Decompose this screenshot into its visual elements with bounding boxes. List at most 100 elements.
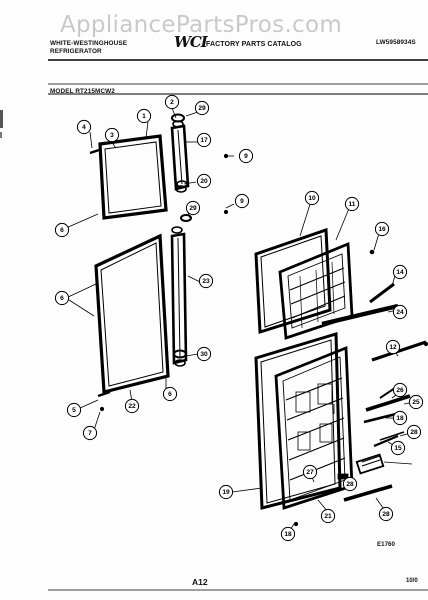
part-callout-7: 7 (82, 425, 98, 441)
callout-number: 23 (202, 278, 210, 285)
part-callout-11: 11 (344, 196, 360, 212)
part-callout-3: 3 (104, 127, 120, 143)
callout-bubble (164, 94, 180, 110)
callout-bubble (196, 173, 212, 189)
callout-bubble (198, 273, 214, 289)
callout-number: 2 (170, 99, 174, 106)
callout-bubble (392, 410, 408, 426)
part-callout-18: 18 (392, 410, 408, 426)
callout-number: 29 (189, 205, 197, 212)
callout-bubble (196, 132, 212, 148)
callout-bubble (406, 424, 422, 440)
callout-number: 3 (110, 132, 114, 139)
callout-bubble (378, 506, 394, 522)
callout-number: 26 (396, 387, 404, 394)
part-callout-14: 14 (392, 264, 408, 280)
part-callout-6: 6 (54, 222, 70, 238)
part-callout-2: 2 (164, 94, 180, 110)
callout-number: 29 (198, 105, 206, 112)
callout-bubble (185, 200, 201, 216)
callout-number: 6 (168, 391, 172, 398)
handle-mounting-screw (89, 148, 100, 155)
part-callout-28: 28 (378, 506, 394, 522)
callout-number: 30 (200, 351, 208, 358)
callout-bubble (374, 221, 390, 237)
part-callout-9: 9 (234, 193, 250, 209)
callout-number: 10 (308, 195, 316, 202)
callout-bubble (392, 382, 408, 398)
callout-bubble (136, 108, 152, 124)
callout-number: 15 (394, 445, 402, 452)
callout-bubble (54, 222, 70, 238)
part-callout-15: 15 (390, 440, 406, 456)
part-callout-22: 22 (124, 398, 140, 414)
part-callout-20: 20 (196, 173, 212, 189)
part-callout-23: 23 (198, 273, 214, 289)
fresh-food-door-handle (170, 226, 188, 367)
wci-logo: WCI (174, 33, 208, 51)
callout-bubble (304, 190, 320, 206)
callout-number: 14 (396, 269, 404, 276)
callout-bubble (196, 346, 212, 362)
callout-bubble (218, 484, 234, 500)
door-shelf-bar (343, 340, 427, 502)
watermark: AppliancePartsPros.com (60, 12, 343, 38)
figure-id: E1760 (377, 541, 395, 548)
part-hinge-block (171, 113, 192, 359)
callout-bubble (392, 304, 408, 320)
callout-number: 25 (412, 399, 420, 406)
callout-bubble (320, 508, 336, 524)
part-callout-9: 9 (238, 148, 254, 164)
callout-bubble (302, 464, 318, 480)
callout-bubble (82, 425, 98, 441)
part-callout-29: 29 (185, 200, 201, 216)
callout-number: 24 (396, 309, 404, 316)
part-callout-10: 10 (304, 190, 320, 206)
part-callout-4: 4 (76, 119, 92, 135)
callout-bubble (104, 127, 120, 143)
callout-bubble (342, 476, 358, 492)
callout-number: 9 (240, 198, 244, 205)
part-callout-6: 6 (54, 290, 70, 306)
fresh-food-door-gasket (254, 331, 342, 510)
document-number: LW5958934S (376, 39, 416, 46)
fresh-food-door (94, 233, 170, 395)
callout-number: 17 (200, 137, 208, 144)
callout-number: 27 (306, 469, 314, 476)
callout-number: 20 (200, 178, 208, 185)
callout-number: 12 (389, 344, 397, 351)
callout-number: 19 (222, 489, 230, 496)
callout-bubble (194, 100, 210, 116)
callout-number: 21 (324, 513, 332, 520)
part-callout-5: 5 (66, 402, 82, 418)
callout-number: 11 (349, 201, 356, 208)
part-callout-1: 1 (136, 108, 152, 124)
model-label: MODEL RT215MCW2 (50, 88, 115, 95)
callout-number: 28 (410, 429, 418, 436)
dairy-rack (355, 453, 385, 475)
callout-bubble (390, 440, 406, 456)
callout-number: 16 (378, 226, 386, 233)
callout-number: 1 (142, 113, 146, 120)
callout-bubble (344, 196, 360, 212)
part-callout-30: 30 (196, 346, 212, 362)
part-callout-28: 28 (342, 476, 358, 492)
callout-bubble (238, 148, 254, 164)
part-callout-16: 16 (374, 221, 390, 237)
door-hinge-pin (97, 390, 111, 412)
callout-number: 4 (82, 124, 86, 131)
callout-number: 28 (346, 481, 354, 488)
part-callout-26: 26 (392, 382, 408, 398)
callout-bubble (76, 119, 92, 135)
small-parts (223, 153, 428, 527)
leader-lines (65, 107, 415, 531)
callout-number: 6 (60, 295, 64, 302)
brand-name: WHITE-WESTINGHOUSE (50, 40, 128, 47)
callout-number: 28 (382, 511, 390, 518)
callout-number: 9 (244, 153, 248, 160)
callout-group: 4312291792062992363052267101116142412262… (54, 94, 424, 542)
callout-number: 6 (60, 227, 64, 234)
callout-number: 7 (88, 430, 92, 437)
